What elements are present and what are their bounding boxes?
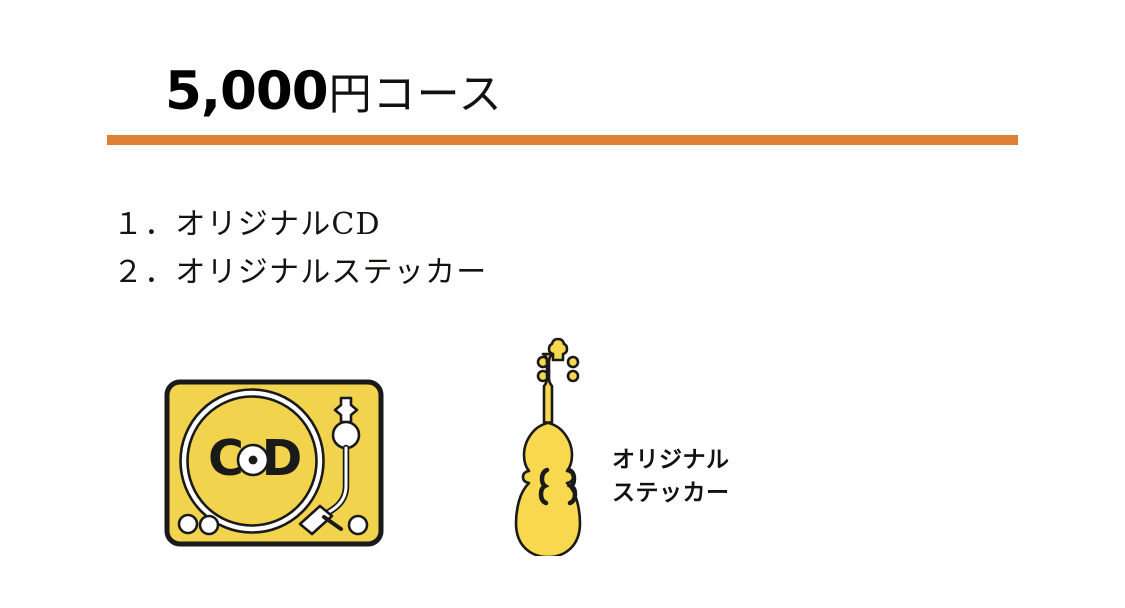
- control-knob-right: [347, 514, 369, 536]
- title-amount: 5,000: [165, 61, 329, 122]
- list-item: １．オリジナルCD: [113, 207, 381, 242]
- reward-list: １．オリジナルCD ２．オリジナルステッカー: [113, 201, 913, 297]
- violin-f-hole-right: [566, 467, 578, 506]
- sticker-caption: オリジナル ステッカー: [612, 444, 832, 510]
- record-spindle: [248, 455, 258, 465]
- tonearm-rest-bar: [322, 515, 343, 531]
- violin-peg-right-upper: [566, 355, 580, 369]
- title-line: 5,000 円コース: [165, 65, 503, 118]
- page-title: 5,000 円コース: [107, 48, 1027, 118]
- violin-peg-right-lower: [566, 369, 580, 383]
- list-item: ２．オリジナルステッカー: [113, 255, 488, 290]
- control-knob-mid: [198, 514, 220, 536]
- tonearm-headshell: [298, 504, 334, 536]
- sticker-caption-line2: ステッカー: [612, 480, 730, 506]
- turntable-svg: C D: [164, 379, 384, 547]
- violin-icon: [512, 334, 604, 556]
- tonearm-pivot: [331, 420, 361, 450]
- platter-ring-outline-outer: [179, 388, 325, 534]
- control-knob-left: [177, 513, 199, 535]
- platter-ring-outline-inner: [186, 395, 318, 527]
- title-suffix: 円コース: [328, 70, 503, 120]
- title-divider-rule: [107, 135, 1018, 145]
- violin-f-hole-left: [538, 467, 550, 506]
- sticker-caption-line1: オリジナル: [612, 447, 730, 473]
- violin-svg: [514, 337, 582, 556]
- violin-body: [514, 352, 582, 556]
- violin-scroll: [547, 337, 569, 362]
- turntable-icon: C D: [164, 379, 384, 547]
- tonearm-tube: [313, 446, 348, 523]
